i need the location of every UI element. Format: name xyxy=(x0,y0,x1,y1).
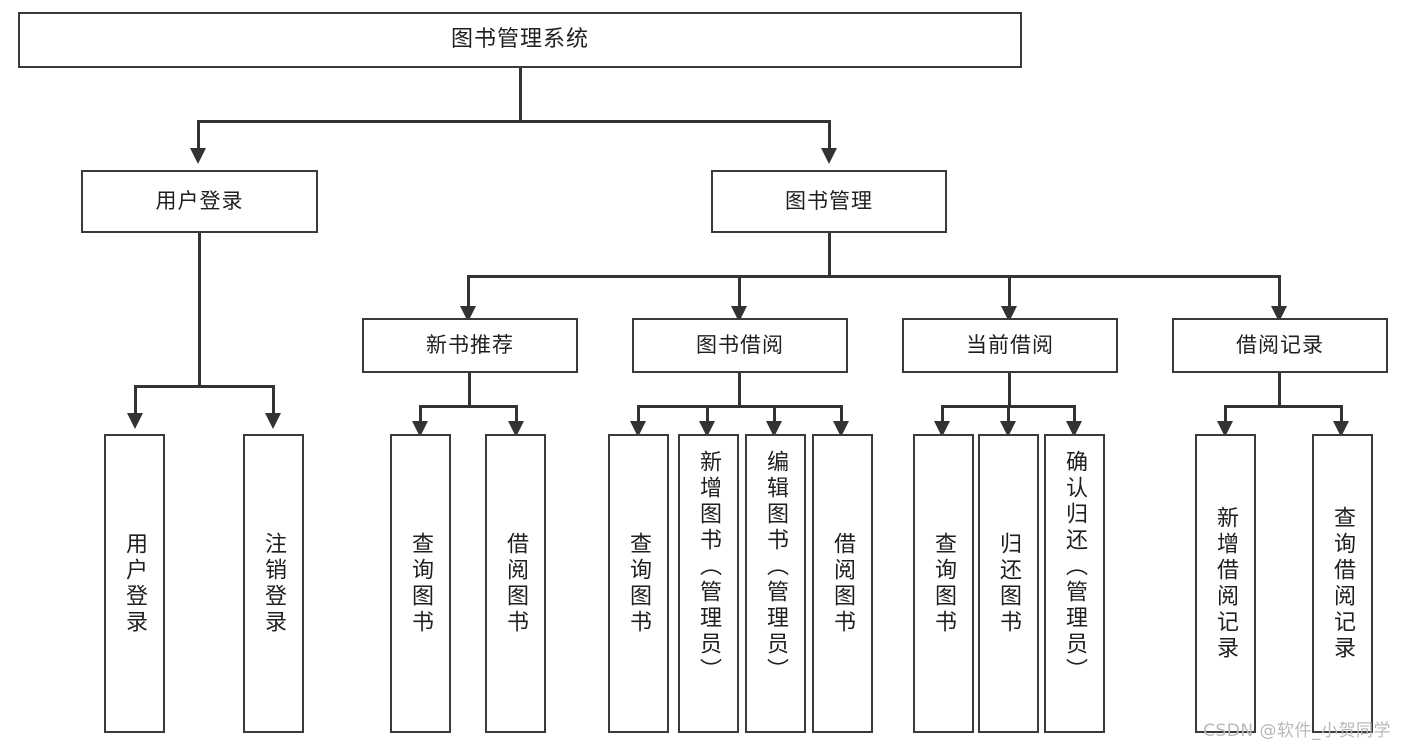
node-leaf-user-login-label: 用户登录 xyxy=(122,531,148,636)
arrow-leaf-add-book xyxy=(699,421,715,437)
node-leaf-confirm-return[interactable]: 确认归还（管理员） xyxy=(1044,434,1105,733)
node-user-login-label: 用户登录 xyxy=(155,189,244,214)
node-leaf-add-record-label: 新增借阅记录 xyxy=(1213,505,1239,662)
arrow-leaf-query-book-2 xyxy=(630,421,646,437)
arrow-leaf-logout xyxy=(265,413,281,429)
connector-cb-drop-3 xyxy=(1073,405,1076,425)
connector-bb-drop-1 xyxy=(637,405,640,425)
connector-to-new-book-recommend xyxy=(467,275,470,308)
arrow-leaf-confirm-return xyxy=(1066,421,1082,437)
node-borrow-record[interactable]: 借阅记录 xyxy=(1172,318,1388,373)
connector-user-login-drop-2 xyxy=(272,385,275,415)
node-current-borrow[interactable]: 当前借阅 xyxy=(902,318,1118,373)
node-leaf-logout-label: 注销登录 xyxy=(261,531,287,636)
connector-root-stem xyxy=(519,68,522,120)
node-leaf-logout[interactable]: 注销登录 xyxy=(243,434,304,733)
connector-borrow-record-bus xyxy=(1224,405,1343,408)
node-book-borrow[interactable]: 图书借阅 xyxy=(632,318,848,373)
connector-nbr-drop-2 xyxy=(515,405,518,425)
connector-br-drop-1 xyxy=(1224,405,1227,425)
node-book-manage[interactable]: 图书管理 xyxy=(711,170,947,233)
arrow-leaf-query-book-3 xyxy=(934,421,950,437)
node-leaf-query-book-1[interactable]: 查询图书 xyxy=(390,434,451,733)
node-leaf-borrow-book-1[interactable]: 借阅图书 xyxy=(485,434,546,733)
node-leaf-query-record[interactable]: 查询借阅记录 xyxy=(1312,434,1373,733)
node-leaf-borrow-book-2[interactable]: 借阅图书 xyxy=(812,434,873,733)
connector-new-book-recommend-bus xyxy=(419,405,518,408)
connector-new-book-recommend-stem xyxy=(468,373,471,405)
connector-cb-drop-2 xyxy=(1007,405,1010,425)
node-new-book-recommend[interactable]: 新书推荐 xyxy=(362,318,578,373)
node-leaf-borrow-book-1-label: 借阅图书 xyxy=(503,531,529,636)
arrow-to-book-manage xyxy=(821,148,837,164)
arrow-leaf-edit-book xyxy=(766,421,782,437)
connector-to-borrow-record xyxy=(1278,275,1281,308)
node-leaf-return-book-label: 归还图书 xyxy=(996,531,1022,636)
connector-nbr-drop-1 xyxy=(419,405,422,425)
connector-cb-drop-1 xyxy=(941,405,944,425)
connector-user-login-stem xyxy=(198,233,201,385)
node-leaf-borrow-book-2-label: 借阅图书 xyxy=(830,531,856,636)
node-current-borrow-label: 当前借阅 xyxy=(966,333,1054,358)
node-leaf-confirm-return-label: 确认归还（管理员） xyxy=(1062,450,1088,684)
node-leaf-query-book-2-label: 查询图书 xyxy=(626,531,652,636)
node-leaf-edit-book[interactable]: 编辑图书（管理员） xyxy=(745,434,806,733)
arrow-leaf-query-record xyxy=(1333,421,1349,437)
node-borrow-record-label: 借阅记录 xyxy=(1236,333,1324,358)
connector-user-login-drop-1 xyxy=(134,385,137,415)
connector-book-borrow-stem xyxy=(738,373,741,405)
node-leaf-add-book-label: 新增图书（管理员） xyxy=(696,450,722,684)
node-book-borrow-label: 图书借阅 xyxy=(696,333,784,358)
connector-bb-drop-4 xyxy=(840,405,843,425)
node-leaf-query-book-1-label: 查询图书 xyxy=(408,531,434,636)
arrow-leaf-borrow-book-2 xyxy=(833,421,849,437)
node-leaf-user-login[interactable]: 用户登录 xyxy=(104,434,165,733)
connector-br-drop-2 xyxy=(1340,405,1343,425)
arrow-leaf-user-login xyxy=(127,413,143,429)
connector-bb-drop-3 xyxy=(773,405,776,425)
node-leaf-query-book-3[interactable]: 查询图书 xyxy=(913,434,974,733)
node-root-label: 图书管理系统 xyxy=(450,27,589,53)
connector-to-user-login xyxy=(197,120,200,150)
connector-user-login-bus xyxy=(134,385,274,388)
arrow-to-user-login xyxy=(190,148,206,164)
connector-level3-bus xyxy=(467,275,1281,278)
arrow-leaf-return-book xyxy=(1000,421,1016,437)
connector-to-book-borrow xyxy=(738,275,741,308)
arrow-leaf-borrow-book-1 xyxy=(508,421,524,437)
node-user-login[interactable]: 用户登录 xyxy=(81,170,318,233)
arrow-leaf-query-book-1 xyxy=(412,421,428,437)
connector-book-manage-stem xyxy=(828,233,831,275)
node-leaf-return-book[interactable]: 归还图书 xyxy=(978,434,1039,733)
node-leaf-add-book[interactable]: 新增图书（管理员） xyxy=(678,434,739,733)
connector-book-borrow-bus xyxy=(637,405,843,408)
node-root[interactable]: 图书管理系统 xyxy=(18,12,1022,68)
connector-current-borrow-stem xyxy=(1008,373,1011,405)
node-book-manage-label: 图书管理 xyxy=(785,189,873,214)
node-new-book-recommend-label: 新书推荐 xyxy=(426,333,514,358)
connector-bb-drop-2 xyxy=(706,405,709,425)
node-leaf-query-record-label: 查询借阅记录 xyxy=(1330,505,1356,662)
connector-to-current-borrow xyxy=(1008,275,1011,308)
connector-borrow-record-stem xyxy=(1278,373,1281,405)
node-leaf-query-book-2[interactable]: 查询图书 xyxy=(608,434,669,733)
node-leaf-add-record[interactable]: 新增借阅记录 xyxy=(1195,434,1256,733)
connector-to-book-manage xyxy=(828,120,831,150)
node-leaf-edit-book-label: 编辑图书（管理员） xyxy=(763,450,789,684)
node-leaf-query-book-3-label: 查询图书 xyxy=(931,531,957,636)
connector-level2-bus xyxy=(197,120,831,123)
arrow-leaf-add-record xyxy=(1217,421,1233,437)
